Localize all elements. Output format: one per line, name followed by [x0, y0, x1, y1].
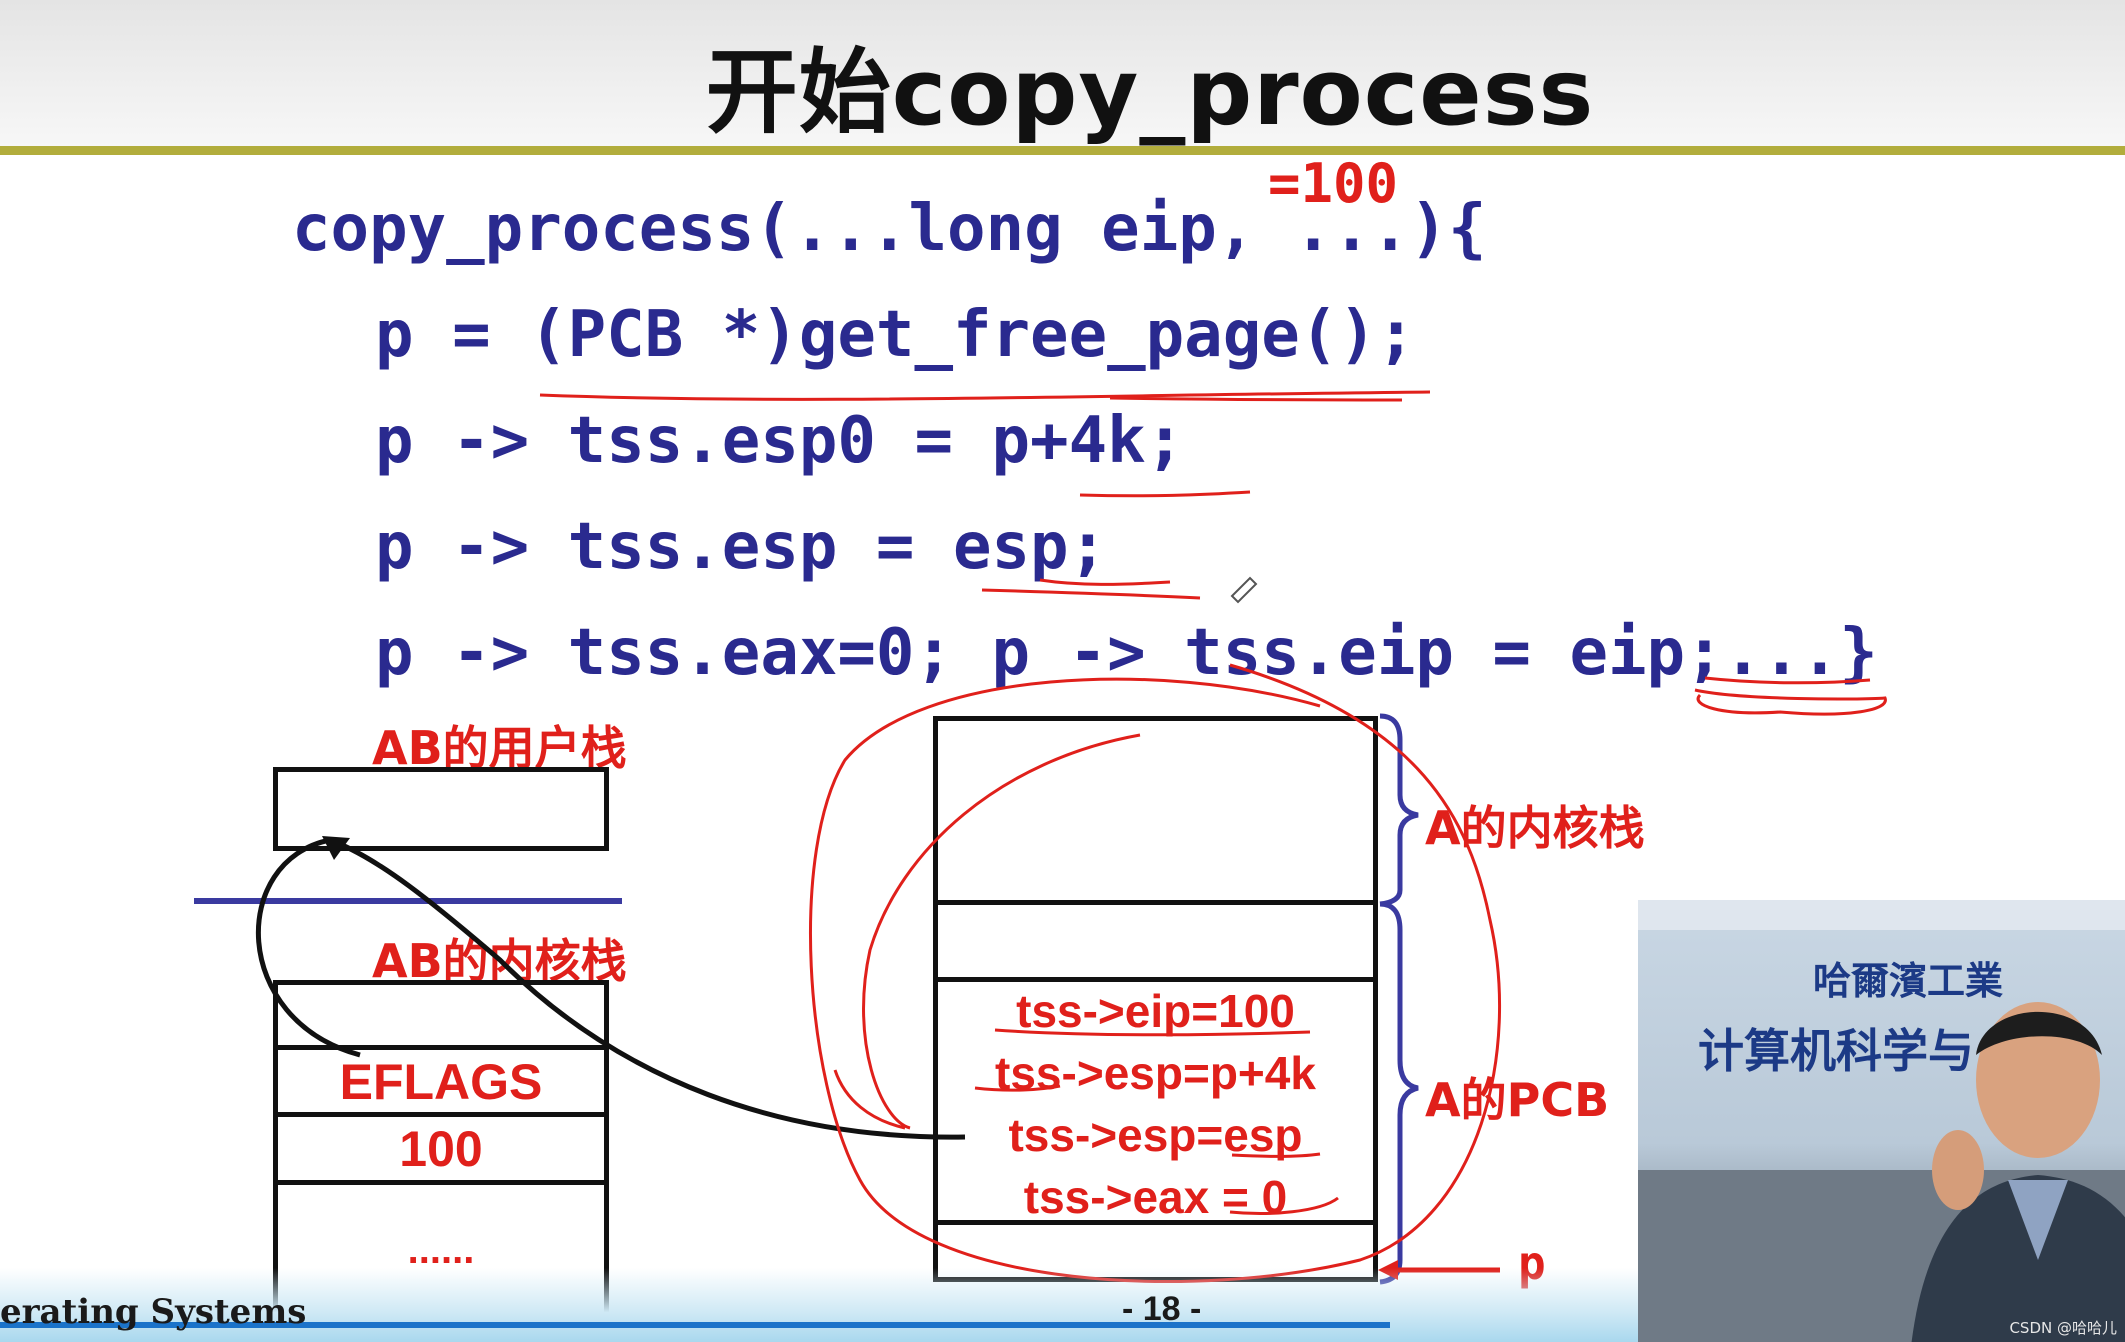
lecturer-figure — [1888, 960, 2125, 1342]
csdn-watermark: CSDN @哈哈儿 — [2009, 1317, 2117, 1338]
pen-cursor-icon — [1232, 578, 1256, 602]
esp-pointer-arrow — [335, 842, 965, 1137]
kernel-stack-brace — [1380, 716, 1418, 904]
footer-course-name: erating Systems — [0, 1292, 306, 1332]
lecturer-video: 哈爾濱工業 计算机科学与 CSDN @哈哈儿 — [1638, 900, 2125, 1342]
pcb-ellipse-annotation — [810, 665, 1499, 1281]
eflags-return-arrow — [258, 840, 360, 1055]
video-top-band — [1638, 900, 2125, 930]
pcb-brace — [1380, 904, 1418, 1282]
page-number: - 18 - — [1122, 1290, 1201, 1329]
